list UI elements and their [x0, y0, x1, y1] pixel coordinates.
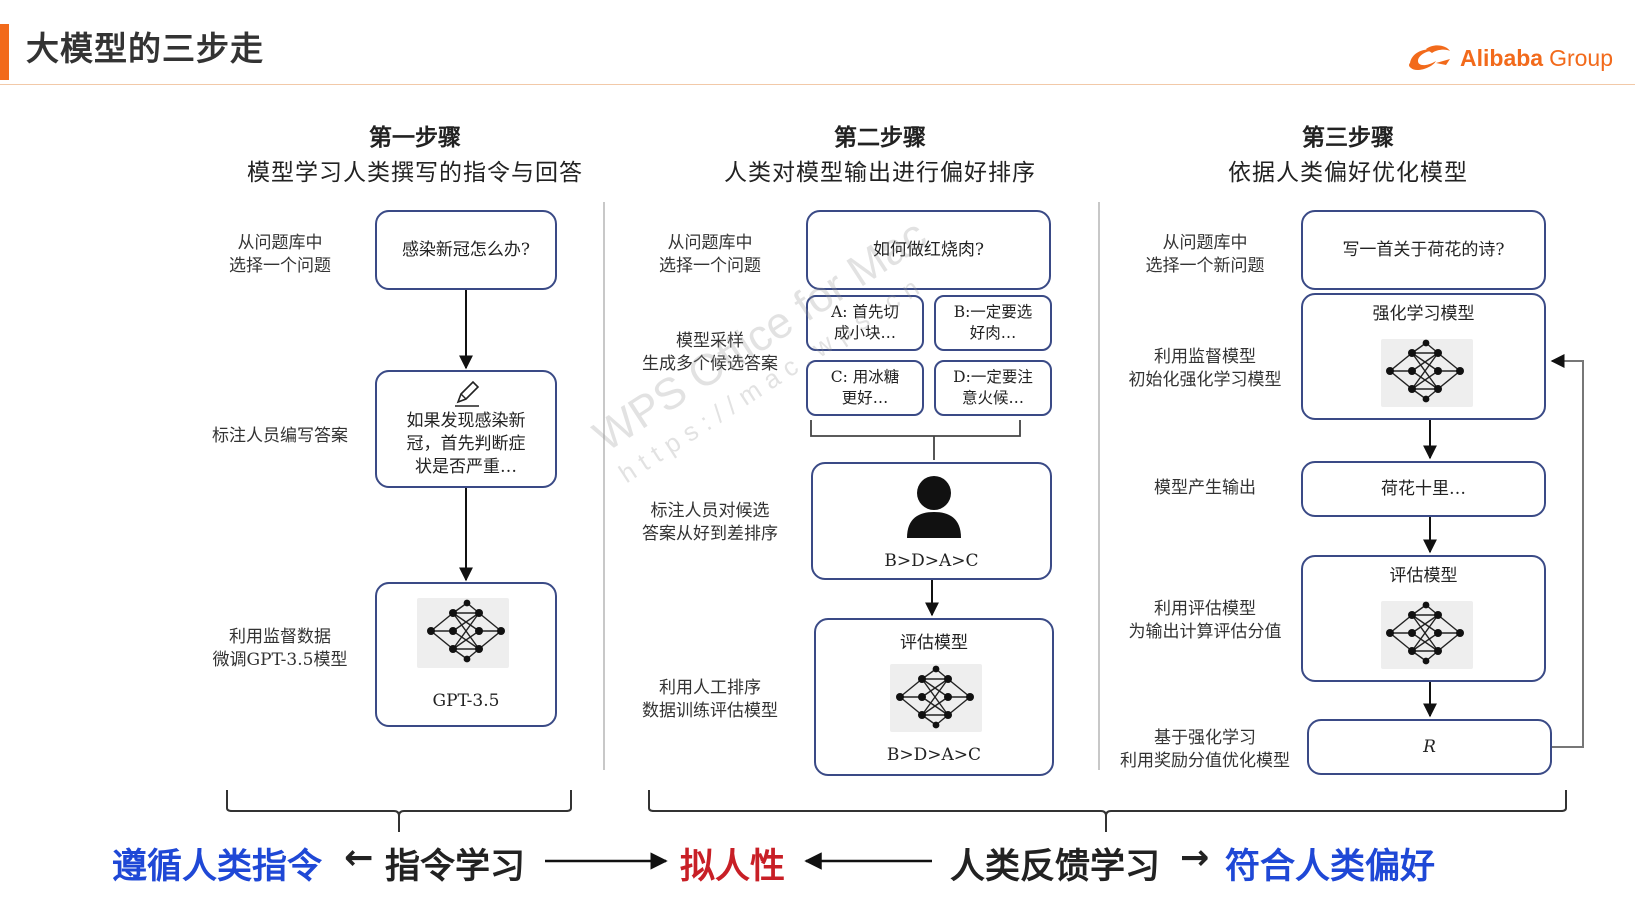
- step1-model-name: GPT-3.5: [432, 691, 500, 711]
- person-icon: [907, 476, 961, 538]
- step1-answer-box: 如果发现感染新 冠，首先判断症 状是否严重…: [375, 370, 557, 488]
- logo-group-text: Group: [1549, 44, 1614, 71]
- step2-ranking-result: B>D>A>C: [884, 551, 979, 571]
- step1-label-finetune: 利用监督数据 微调GPT-3.5模型: [212, 627, 348, 670]
- step2-candidate-a: A: 首先切 成小块…: [806, 295, 924, 351]
- step3-title: 第三步骤: [1302, 124, 1394, 151]
- step3-label-score: 利用评估模型 为输出计算评估分值: [1128, 599, 1282, 642]
- step2-ranking-box: B>D>A>C: [811, 462, 1052, 580]
- alibaba-logo: Alibaba Group: [1406, 40, 1613, 76]
- step2-label-rank: 标注人员对候选 答案从好到差排序: [642, 501, 778, 544]
- column-divider-2: [1098, 202, 1100, 770]
- step1-title: 第一步骤: [369, 124, 461, 151]
- step2-label-train-rm: 利用人工排序 数据训练评估模型: [642, 678, 778, 721]
- step2-label-pick-question: 从问题库中 选择一个问题: [659, 233, 761, 276]
- instruction-learning-text: 指令学习: [385, 847, 526, 887]
- step1-label-pick-question: 从问题库中 选择一个问题: [229, 233, 331, 276]
- step1-subtitle: 模型学习人类撰写的指令与回答: [247, 160, 583, 186]
- step3-reward-model-title: 评估模型: [1389, 566, 1458, 586]
- step2-candidate-b: B:一定要选 好肉…: [934, 295, 1052, 351]
- header-divider: [0, 84, 1635, 85]
- step2-candidate-d: D:一定要注 意火候…: [934, 360, 1052, 416]
- step2-label-sample: 模型采样 生成多个候选答案: [642, 331, 778, 374]
- step2-candidate-c: C: 用冰糖 更好…: [806, 360, 924, 416]
- step3-label-init-rl: 利用监督模型 初始化强化学习模型: [1128, 347, 1282, 390]
- align-preference-text: 符合人类偏好: [1225, 847, 1436, 887]
- right-arrow-icon: →: [1180, 838, 1210, 878]
- page-title: 大模型的三步走: [26, 29, 264, 68]
- human-feedback-learning-text: 人类反馈学习: [950, 847, 1161, 887]
- step2-question-box: 如何做红烧肉?: [806, 210, 1051, 290]
- column-divider-1: [603, 202, 605, 770]
- step3-label-pick-question: 从问题库中 选择一个新问题: [1145, 233, 1265, 276]
- step1-question-box: 感染新冠怎么办?: [375, 210, 557, 290]
- step3-reward-box: R: [1307, 719, 1552, 775]
- step2-subtitle: 人类对模型输出进行偏好排序: [724, 160, 1036, 186]
- step3-rl-model-title: 强化学习模型: [1372, 304, 1475, 324]
- header-accent-bar: [0, 24, 9, 80]
- step3-question-box: 写一首关于荷花的诗?: [1301, 210, 1546, 290]
- step3-label-output: 模型产生输出: [1154, 478, 1256, 498]
- step2-reward-model-ranking: B>D>A>C: [886, 745, 982, 765]
- follow-instructions-text: 遵循人类指令: [112, 847, 323, 887]
- pencil-icon: [455, 380, 480, 407]
- left-arrow-icon: ←: [344, 838, 374, 878]
- alibaba-logo-icon: [1409, 45, 1450, 71]
- step2-reward-model-title: 评估模型: [900, 633, 968, 653]
- logo-brand-text: Alibaba: [1460, 44, 1544, 71]
- step3-label-optimize: 基于强化学习 利用奖励分值优化模型: [1120, 728, 1290, 771]
- step2-title: 第二步骤: [834, 124, 926, 151]
- anthropomorphic-text: 拟人性: [680, 847, 786, 887]
- step3-output-box: 荷花十里…: [1301, 461, 1546, 517]
- step3-subtitle: 依据人类偏好优化模型: [1228, 160, 1468, 186]
- step1-answer-text: 如果发现感染新 冠，首先判断症 状是否严重…: [406, 410, 526, 477]
- step1-label-write-answer: 标注人员编写答案: [212, 426, 348, 446]
